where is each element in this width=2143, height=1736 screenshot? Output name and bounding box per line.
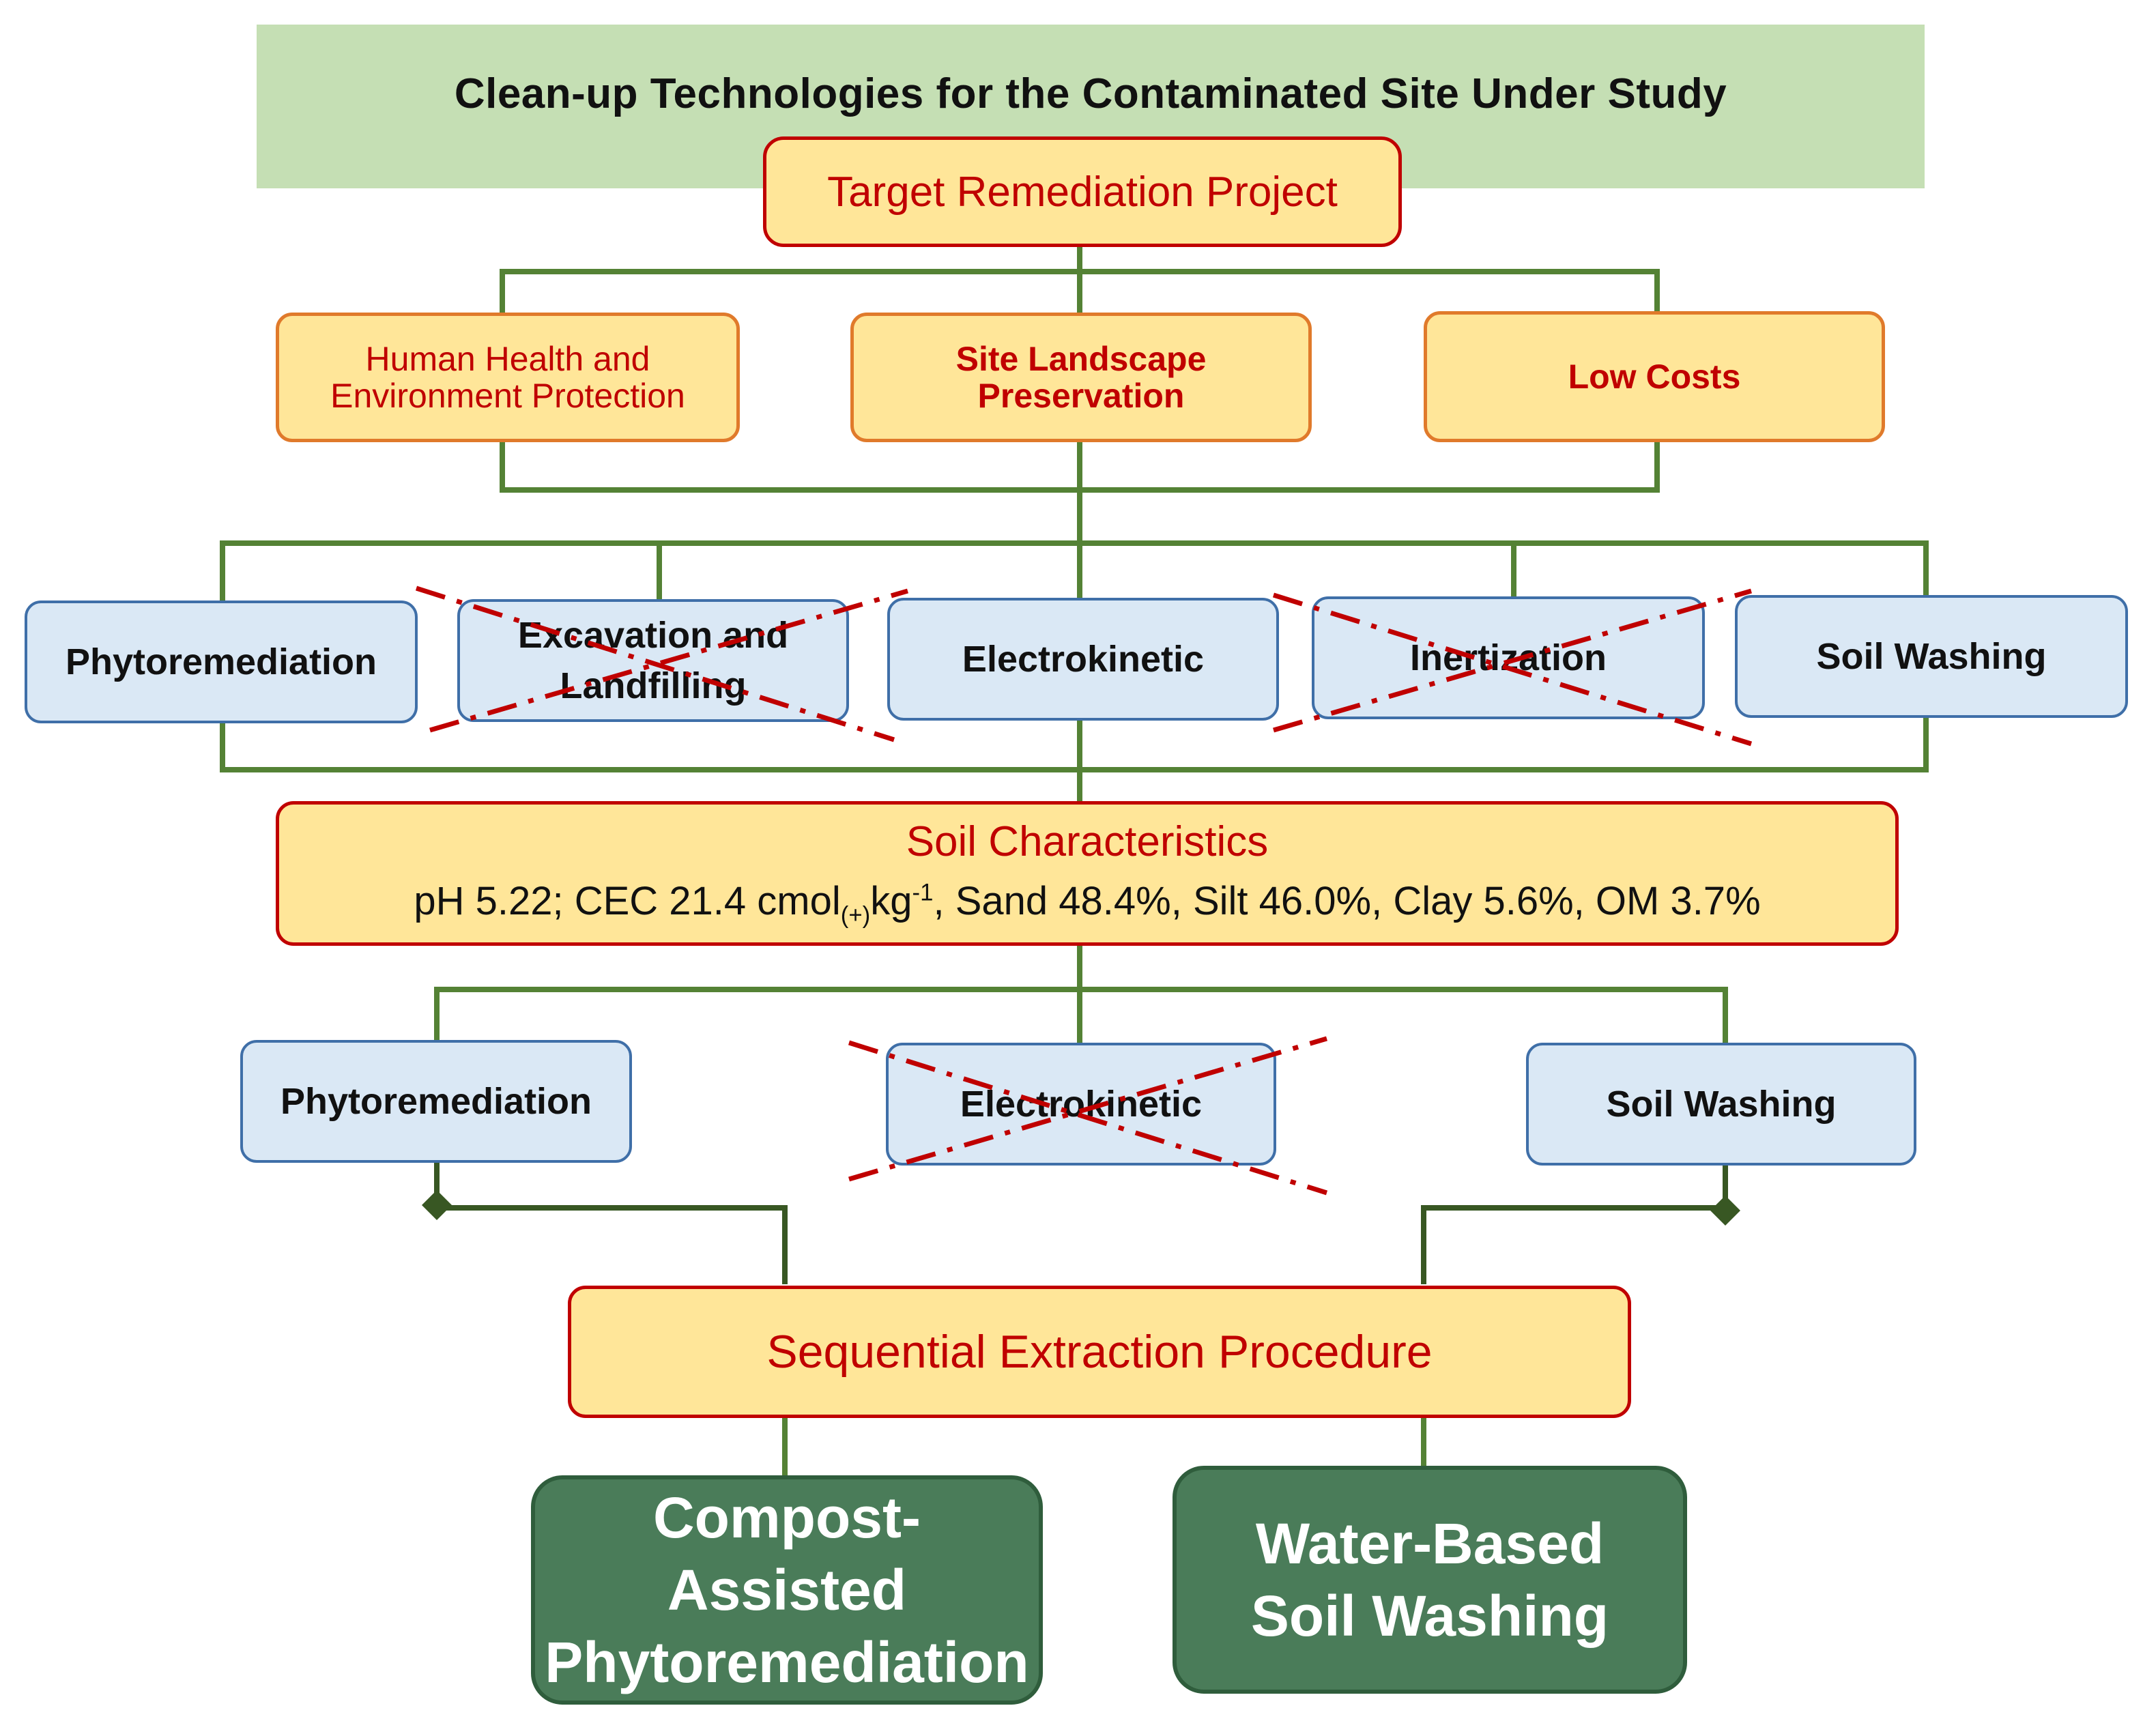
selection-soil-washing-box: Soil Washing [1526, 1043, 1916, 1166]
tech-phytoremediation-label: Phytoremediation [65, 641, 377, 682]
outcome-compost-line2: Phytoremediation [545, 1630, 1029, 1694]
tech-soil-washing-label: Soil Washing [1816, 636, 2047, 677]
soil-texture-values: , Sand 48.4%, Silt 46.0%, Clay 5.6%, OM … [933, 879, 1761, 924]
tech-electrokinetic-box: Electrokinetic [887, 598, 1279, 721]
criterion-landscape-line2: Preservation [977, 377, 1185, 415]
soil-cec-superscript: -1 [912, 879, 934, 906]
selection-soil-washing-label: Soil Washing [1606, 1084, 1837, 1125]
outcome-compost-box: Compost-Assisted Phytoremediation [531, 1475, 1043, 1705]
tech-electrokinetic-label: Electrokinetic [962, 639, 1205, 680]
connector-tech-top [220, 540, 1929, 601]
connector-washing-seq [1421, 1163, 1728, 1284]
criterion-landscape-line1: Site Landscape [955, 340, 1207, 378]
soil-characteristics-heading: Soil Characteristics [906, 818, 1269, 866]
outcome-compost-line1: Compost-Assisted [653, 1486, 921, 1622]
soil-characteristics-box: Soil Characteristics pH 5.22; CEC 21.4 c… [276, 801, 1899, 946]
criterion-health-line2: Environment Protection [330, 377, 685, 415]
soil-cec-unit: kg [870, 879, 912, 924]
tech-inertization-box: Inertization [1312, 596, 1705, 719]
criterion-health-line1: Human Health and [365, 340, 650, 378]
soil-cec-subscript: (+) [840, 901, 871, 929]
criterion-landscape-box: Site Landscape Preservation [850, 313, 1312, 442]
diamond-marker-right [1710, 1196, 1740, 1226]
soil-characteristics-values: pH 5.22; CEC 21.4 cmol(+)kg-1, Sand 48.4… [414, 878, 1760, 929]
diagram-title: Clean-up Technologies for the Contaminat… [454, 70, 1727, 117]
criterion-health-box: Human Health and Environment Protection [276, 313, 740, 442]
tech-excavation-box: Excavation and Landfilling [457, 599, 849, 722]
diamond-marker-left [422, 1190, 452, 1220]
criterion-costs-label: Low Costs [1568, 358, 1741, 396]
target-label: Target Remediation Project [827, 168, 1338, 216]
outcome-water-box: Water-Based Soil Washing [1173, 1466, 1687, 1694]
sequential-extraction-label: Sequential Extraction Procedure [766, 1326, 1433, 1378]
selection-electrokinetic-box: Electrokinetic [886, 1043, 1276, 1166]
tech-soil-washing-box: Soil Washing [1735, 595, 2128, 718]
outcome-water-line2: Soil Washing [1250, 1584, 1609, 1648]
tech-inertization-label: Inertization [1409, 637, 1607, 678]
selection-phytoremediation-box: Phytoremediation [240, 1040, 632, 1163]
soil-ph-cec: pH 5.22; CEC 21.4 cmol [414, 879, 841, 924]
connector-phyto-seq [434, 1160, 788, 1284]
criterion-costs-box: Low Costs [1424, 311, 1885, 442]
tech-excavation-line2: Landfilling [560, 665, 747, 706]
sequential-extraction-box: Sequential Extraction Procedure [568, 1286, 1631, 1418]
connector-selection-top [434, 987, 1728, 1044]
selection-phytoremediation-label: Phytoremediation [280, 1081, 592, 1122]
selection-electrokinetic-label: Electrokinetic [960, 1084, 1203, 1125]
outcome-water-line1: Water-Based [1255, 1511, 1605, 1576]
tech-phytoremediation-box: Phytoremediation [25, 601, 418, 723]
tech-excavation-line1: Excavation and [517, 615, 789, 656]
connector-tech-bottom [220, 715, 1929, 772]
target-box: Target Remediation Project [763, 136, 1402, 247]
